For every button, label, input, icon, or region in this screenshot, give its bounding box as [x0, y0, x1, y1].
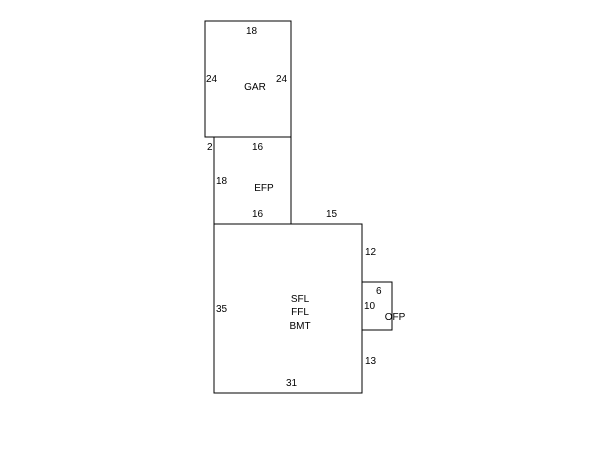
porch-top-dimension: 16: [252, 142, 264, 153]
open-porch-outline: [362, 281, 393, 331]
main-label-bmt: BMT: [289, 321, 310, 332]
garage-top-dimension: 18: [246, 26, 258, 37]
porch-area: 2 16 18 EFP 16: [207, 137, 292, 225]
main-right-lower-dimension: 13: [365, 356, 377, 367]
porch-label: EFP: [254, 183, 274, 194]
garage-label: GAR: [244, 82, 266, 93]
garage-outline: [204, 20, 292, 138]
porch-bottom-dimension: 16: [252, 209, 264, 220]
garage-right-dimension: 24: [276, 74, 288, 85]
main-right-upper-dimension: 12: [365, 247, 377, 258]
main-living-area: 15 12 10 13 35 31 SFL FFL BMT: [213, 209, 377, 394]
porch-left-dimension: 18: [216, 176, 228, 187]
main-label-sfl: SFL: [291, 294, 310, 305]
main-top-right-dimension: 15: [326, 209, 338, 220]
main-living-outline: [213, 223, 363, 394]
porch-offset-dimension: 2: [207, 142, 213, 153]
main-label-ffl: FFL: [291, 307, 309, 318]
garage-left-dimension: 24: [206, 74, 218, 85]
garage-area: 18 24 24 GAR: [204, 20, 292, 138]
open-porch-top-dimension: 6: [376, 286, 382, 297]
main-left-dimension: 35: [216, 304, 228, 315]
main-bottom-dimension: 31: [286, 378, 298, 389]
main-right-middle-dimension: 10: [364, 301, 376, 312]
open-porch-label: OFP: [385, 312, 406, 323]
open-porch-area: 6 OFP: [362, 281, 406, 331]
